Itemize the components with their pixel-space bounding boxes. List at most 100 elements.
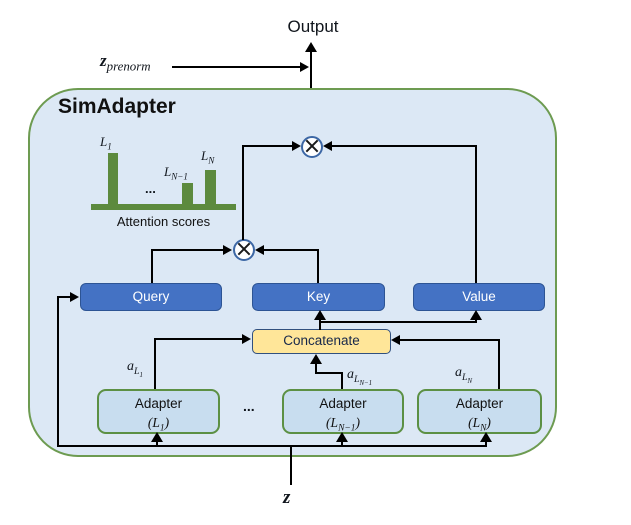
connector-prenorm [172,66,300,68]
layer-sub: 1 [159,423,165,434]
paren: ) [164,415,170,430]
arrowhead-adapter3-to-concat [391,335,400,345]
attention-chart-ellipsis: ... [145,181,156,196]
arrowhead-adapter2-to-concat [310,354,322,364]
attention-bar-1 [108,153,118,204]
query-box: Query [80,283,222,311]
connector-input-stem [290,445,292,485]
arrowhead-input-to-query [70,292,79,302]
arrowhead-value-to-multiply [323,141,332,151]
layer-base: L [152,415,160,430]
arrowhead-prenorm [300,62,309,72]
arrowhead-concat-to-key [314,310,326,320]
connector-query-to-multiply [151,249,223,251]
attention-bar-3-label: LN [201,148,215,166]
attention-chart-baseline [91,204,236,210]
adapter3-box: Adapter (LN) [417,389,542,434]
connector-adapter2-jog [315,372,343,374]
connector-input-to-adapter1 [156,440,158,446]
connector-adapter2-upper-riser [315,362,317,374]
a3-base: a [455,365,462,380]
bar1-sub: 1 [107,141,112,152]
arrowhead-key-to-multiply [255,245,264,255]
adapter1-box: Adapter (L1) [97,389,220,434]
arrowhead-input-to-adapter1 [151,432,163,442]
input-z-label: z [283,487,291,508]
a2-sub-base: L [354,373,360,385]
paren: ( [147,415,153,430]
connector-concat-to-value-riser [475,317,477,323]
weight-label-a1: aL1 [127,359,143,379]
concatenate-box: Concatenate [252,329,391,354]
value-box: Value [413,283,545,311]
layer-sub: N [480,423,487,434]
layer-base: L [330,415,339,430]
connector-input-to-adapter2 [341,440,343,446]
connector-adapter3-to-concat [400,339,500,341]
simadapter-title: SimAdapter [58,95,176,118]
connector-key-to-multiply [264,249,319,251]
attention-scores-caption: Attention scores [116,214,211,229]
paren: ( [326,415,331,430]
connector-adapter1-to-concat [154,338,243,340]
a3-sub-base: L [462,371,468,383]
layer-sub: N−1 [338,423,356,434]
a1-base: a [127,359,134,374]
a3-sub-sub: N [467,377,473,385]
adapter1-title: Adapter [134,396,183,411]
adapter3-title: Adapter [455,396,504,411]
connector-adapter2-lower-riser [341,372,343,389]
connector-input-bus [57,445,487,447]
connector-query-up [151,249,153,283]
adapter3-layer: (LN) [419,413,540,434]
weight-label-a2: aLN−1 [347,367,373,387]
connector-key-up [317,249,319,283]
attention-bar-1-label: L1 [100,134,112,152]
z-prenorm-base: z [100,51,107,70]
connector-input-to-adapter3 [485,440,487,446]
arrowhead-attention-to-multiply [292,141,301,151]
arrowhead-input-to-adapter3 [480,432,492,442]
connector-input-to-query [57,296,71,298]
a1-sub-base: L [134,365,140,377]
arrowhead-concat-to-value [470,310,482,320]
arrowhead-to-output [305,42,317,52]
paren: ) [486,415,491,430]
connector-concat-to-value [319,321,477,323]
adapter1-layer: (L1) [99,413,218,434]
connector-adapter3-up [498,339,500,389]
adapter2-layer: (LN−1) [284,413,402,434]
paren: ) [355,415,360,430]
arrowhead-input-to-adapter2 [336,432,348,442]
adapter2-box: Adapter (LN−1) [282,389,404,434]
connector-input-left-riser [57,296,59,446]
z-prenorm-subscript: prenorm [106,58,151,74]
bar2-sub: N−1 [171,171,188,182]
connector-adapter1-up [154,338,156,389]
layer-base: L [472,415,481,430]
output-label: Output [287,17,339,36]
weight-label-a3: aLN [455,365,473,385]
attention-bar-3 [205,170,216,204]
attention-bar-2-label: LN−1 [164,164,188,182]
bar3-base: L [201,148,209,163]
arrowhead-adapter1-to-concat [242,334,251,344]
connector-attention-to-multiply [242,145,292,147]
bar2-base: L [164,164,172,179]
connector-value-to-multiply [332,145,477,147]
arrowhead-query-to-multiply [223,245,232,255]
key-box: Key [252,283,385,311]
connector-concat-to-key [319,318,321,330]
a1-sub-sub: 1 [139,371,143,379]
bar3-sub: N [208,155,215,166]
bar1-base: L [100,134,108,149]
attention-bar-2 [182,183,193,204]
adapters-ellipsis: ... [243,398,255,414]
a2-base: a [347,367,354,382]
z-prenorm-label: zprenorm [100,51,151,74]
paren: ( [468,415,473,430]
multiply-icon-top [301,136,323,158]
a2-sub-sub: N−1 [359,379,373,387]
attention-scores-chart [91,140,236,204]
